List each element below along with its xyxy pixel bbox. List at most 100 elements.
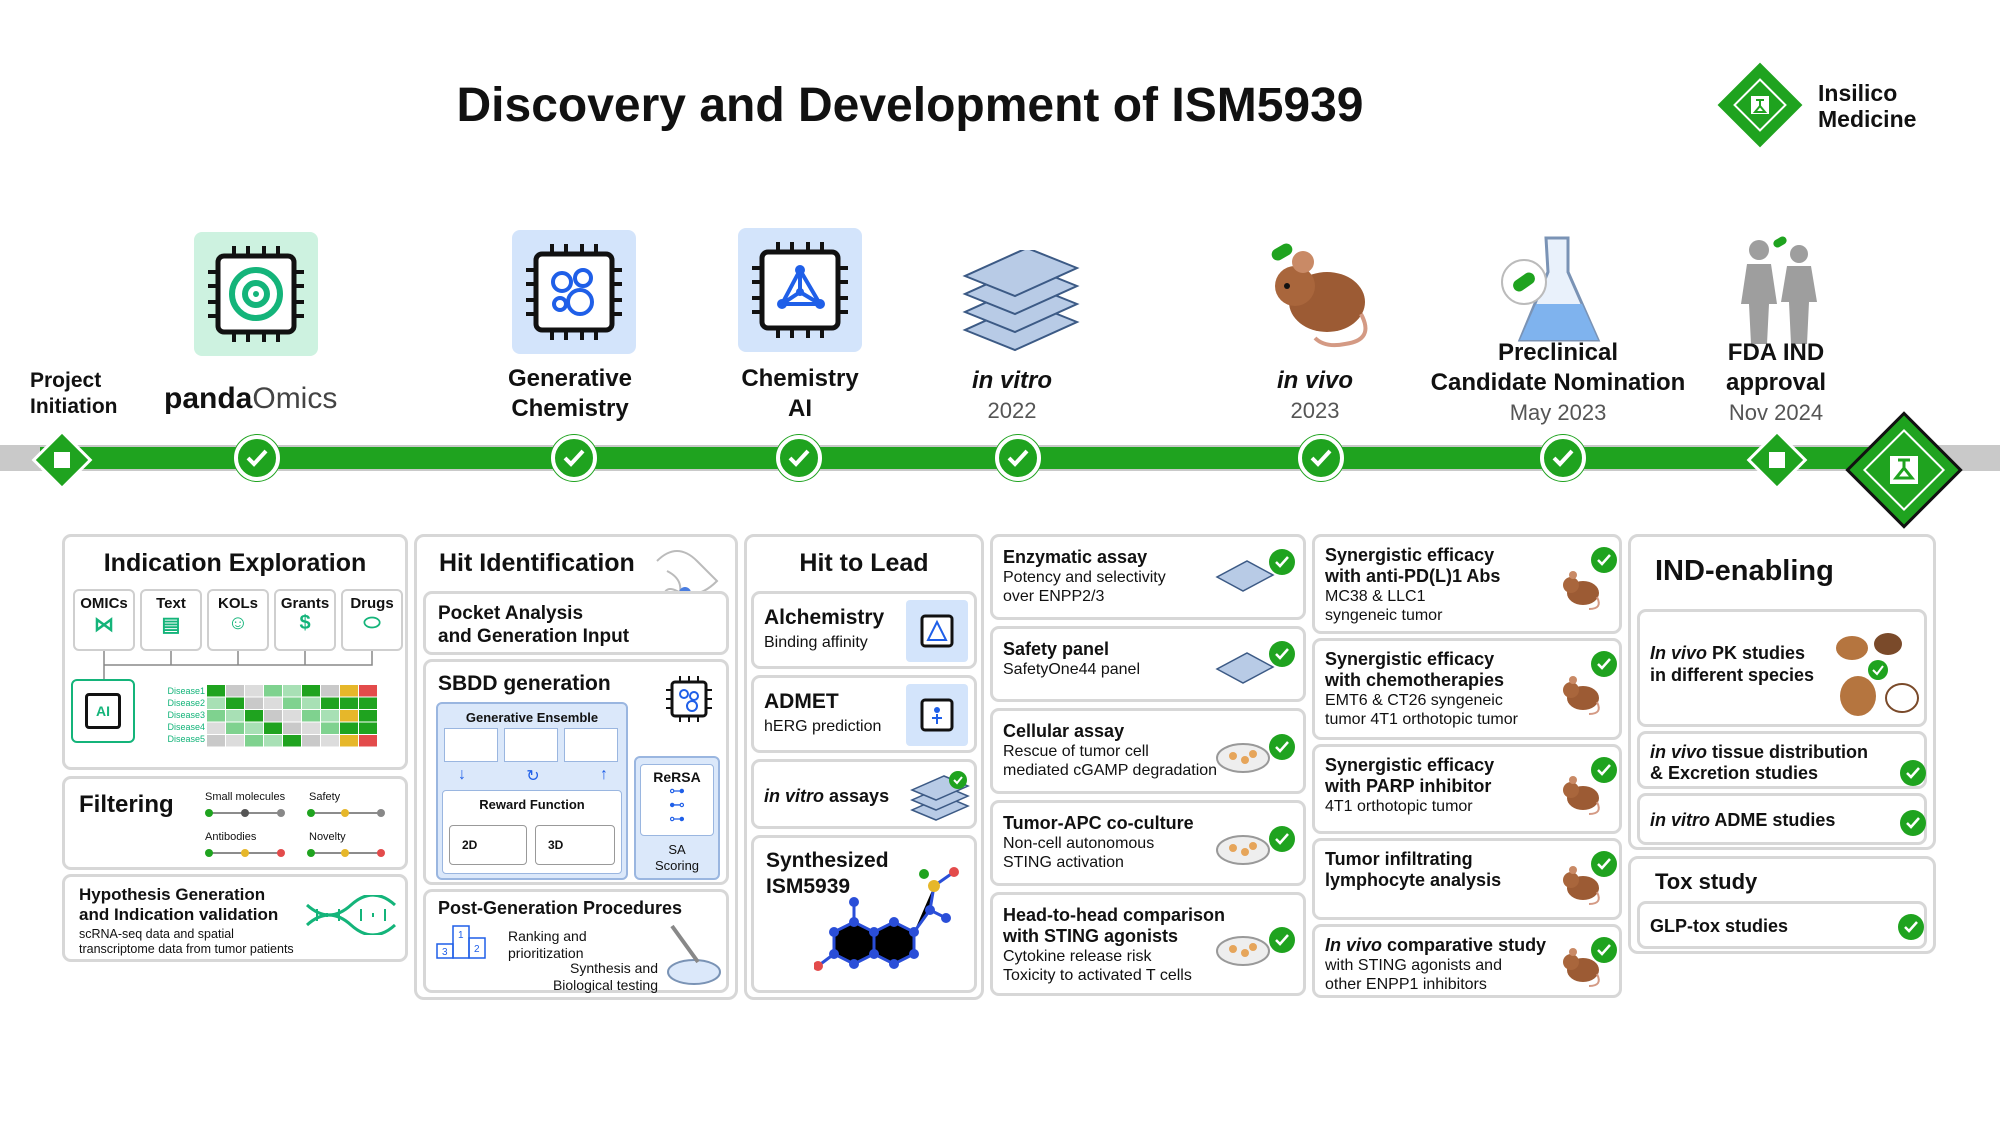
disease-label: Disease4 xyxy=(167,722,205,732)
rank-3: 3 xyxy=(442,947,448,958)
heatmap-cell xyxy=(264,710,282,722)
card-text-line: over ENPP2/3 xyxy=(1003,588,1105,605)
card-text-line: with anti-PD(L)1 Abs xyxy=(1325,566,1501,586)
heatmap-cell xyxy=(264,685,282,697)
card-text-line: Synergistic efficacy xyxy=(1325,755,1495,775)
omics-text: Omics xyxy=(252,382,338,415)
desc-line: scRNA-seq data and spatial xyxy=(79,927,234,941)
label-line: Preclinical xyxy=(1497,339,1619,366)
chemistry-ai-chip-icon xyxy=(738,228,862,352)
synthesized-card: Synthesized ISM5939 xyxy=(751,835,977,993)
card-text-line: Non-cell autonomous xyxy=(1003,835,1155,852)
ranking-text: Ranking and prioritization xyxy=(508,928,587,962)
connector-lines xyxy=(103,651,373,681)
label-line: in vivo xyxy=(1276,367,1354,394)
label-line: Chemistry xyxy=(741,365,859,392)
checkmark-icon xyxy=(1298,435,1344,481)
rersa-panel: ReRSA ⊶⊷⊶ SA Scoring xyxy=(634,756,720,880)
hit-to-lead-column: Hit to Lead Alchemistry Binding affinity… xyxy=(744,534,984,1000)
mouse-icon xyxy=(1563,776,1600,815)
document-icon: ▤ xyxy=(161,614,181,636)
cycle-arrows-icon: ↓↻↑ xyxy=(458,766,608,785)
adme-line: ADME studies xyxy=(1710,810,1836,830)
heatmap-cell xyxy=(245,697,263,709)
heatmap-cell xyxy=(359,735,377,747)
label-line: Chemistry xyxy=(511,395,629,422)
model-box-icon xyxy=(444,728,498,762)
text-line: Biological testing xyxy=(552,977,658,993)
filtering-card: Filtering Small molecules Safety Antibod… xyxy=(62,776,408,870)
category-label: Drugs xyxy=(350,595,394,612)
in-vivo-italic: In vivo xyxy=(1325,935,1383,955)
admet-sub: hERG prediction xyxy=(764,718,882,735)
checkmark-icon xyxy=(1900,810,1926,836)
timeline-progress xyxy=(40,447,1910,469)
admet-chip-icon xyxy=(906,684,968,746)
score-2d: 2D xyxy=(449,825,527,865)
card-text-line: Head-to-head comparison xyxy=(1003,905,1226,925)
logo-line1: Insilico xyxy=(1818,80,1898,106)
checkmark-icon xyxy=(1269,641,1295,667)
text-line: prioritization xyxy=(508,945,584,961)
heatmap-cell xyxy=(321,722,339,734)
pill-icon: ⬭ xyxy=(363,612,381,634)
label-line: AI xyxy=(788,395,812,422)
sliders-icon: ⊶⊷⊶ xyxy=(669,783,685,828)
omics-category: OMICs⋈ xyxy=(73,589,135,651)
assays-italic: in vitro xyxy=(764,786,825,806)
checkmark-icon xyxy=(1269,927,1295,953)
heatmap-cell xyxy=(359,722,377,734)
grants-category: Grants$ xyxy=(274,589,336,651)
sbdd-card: SBDD generation Generative Ensemble ↓↻↑ … xyxy=(423,659,729,885)
glp-text: GLP-tox studies xyxy=(1650,916,1789,936)
label-line: FDA IND xyxy=(1727,339,1825,366)
card-title: Indication Exploration xyxy=(103,549,367,577)
alchemistry-sub: Binding affinity xyxy=(764,634,868,651)
alchemistry-title: Alchemistry xyxy=(764,606,885,629)
card-text-line: STING activation xyxy=(1003,854,1124,871)
end-diamond-icon xyxy=(1845,411,1963,529)
reward-function-box: Reward Function 2D 3D xyxy=(442,790,622,874)
ensemble-label: Generative Ensemble xyxy=(465,710,599,725)
checkmark-icon xyxy=(1591,937,1617,963)
milestone-in-vitro: in vitro 2022 xyxy=(912,366,1112,426)
ind-enabling-column: IND-enabling In vivo PK studies in diffe… xyxy=(1628,534,1936,850)
admet-title: ADMET xyxy=(764,690,839,713)
card-text-line: Toxicity to activated T cells xyxy=(1003,967,1192,984)
card-text-line: Synergistic efficacy xyxy=(1325,545,1495,565)
model-box-icon xyxy=(564,728,618,762)
disease-label: Disease5 xyxy=(167,734,205,744)
card-text-line: with chemotherapies xyxy=(1325,670,1505,690)
checkmark-icon xyxy=(995,435,1041,481)
checkmark-icon xyxy=(1591,757,1617,783)
desc-line: transcriptome data from tumor patients xyxy=(79,942,294,956)
text-line: Synthesis and xyxy=(570,960,658,976)
logo-line2: Medicine xyxy=(1818,106,1917,132)
reward-label: Reward Function xyxy=(479,797,585,812)
humans-icon xyxy=(1741,236,1817,344)
synthesis-text: Synthesis and Biological testing xyxy=(546,960,658,994)
heatmap-grid xyxy=(207,685,377,747)
card-text-line: Enzymatic assay xyxy=(1003,547,1148,567)
score-3d: 3D xyxy=(535,825,615,865)
logo-text: Insilico Medicine xyxy=(1818,80,1916,132)
heatmap-cell xyxy=(321,685,339,697)
heatmap-cell xyxy=(264,697,282,709)
tissue-italic: in vivo xyxy=(1650,742,1708,762)
adme-text: in vitro ADME studies xyxy=(1650,810,1835,831)
card-text-line: other ENPP1 inhibitors xyxy=(1325,976,1487,993)
hit-identification-column: Hit Identification Pocket Analysis and G… xyxy=(414,534,738,1000)
pk-line2: in different species xyxy=(1650,665,1815,685)
pocket-analysis-card: Pocket Analysis and Generation Input xyxy=(423,591,729,655)
well-plate-stack-icon xyxy=(962,250,1080,352)
card-text-line: Tumor infiltrating xyxy=(1325,849,1473,869)
category-label: KOLs xyxy=(217,595,258,612)
heatmap-cell xyxy=(283,710,301,722)
petri-dish-icon xyxy=(1216,835,1270,865)
heatmap-cell xyxy=(321,697,339,709)
